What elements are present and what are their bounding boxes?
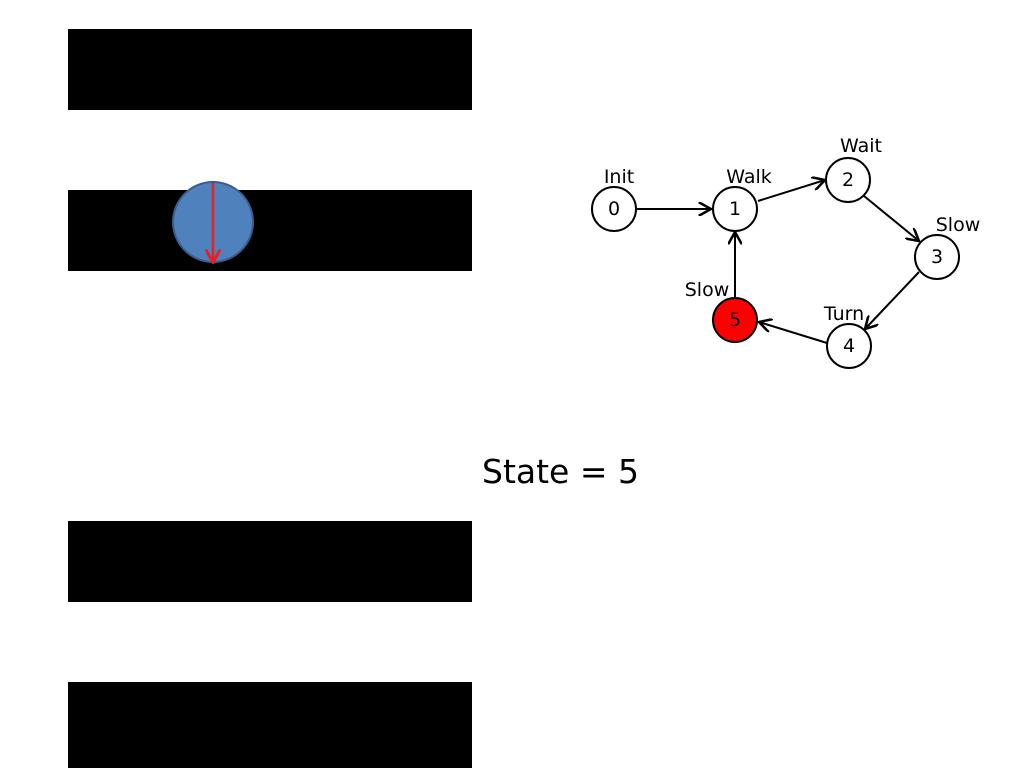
state-number: 2 xyxy=(842,169,854,191)
state-number: 0 xyxy=(608,198,620,220)
state-label: Walk xyxy=(726,166,772,188)
state-number: 5 xyxy=(729,309,741,331)
road-stripe xyxy=(68,521,472,602)
state-label: Slow xyxy=(685,279,730,301)
road-stripe xyxy=(68,190,472,271)
transition-3-4 xyxy=(865,271,920,329)
active-state-highlight xyxy=(712,297,758,343)
state-node-3: 3 Slow xyxy=(914,214,981,280)
state-node-1: 1 Walk xyxy=(712,166,772,232)
state-readout: State = 5 xyxy=(482,452,639,491)
road-stripe xyxy=(68,682,472,768)
state-label: Wait xyxy=(840,135,882,157)
state-node-5: 5 Slow xyxy=(685,279,758,343)
transition-2-3 xyxy=(863,195,919,241)
state-label: Turn xyxy=(823,303,864,325)
state-number: 3 xyxy=(931,246,943,268)
state-label: Init xyxy=(604,166,634,188)
transition-1-2 xyxy=(757,180,825,202)
state-node-4: 4 Turn xyxy=(823,303,872,369)
road-stripe xyxy=(68,29,472,110)
transition-4-5 xyxy=(759,322,828,344)
state-node-0: 0 Init xyxy=(591,166,637,232)
state-number: 4 xyxy=(843,335,855,357)
state-label: Slow xyxy=(936,214,981,236)
state-node-2: 2 Wait xyxy=(825,135,882,203)
state-number: 1 xyxy=(729,198,741,220)
